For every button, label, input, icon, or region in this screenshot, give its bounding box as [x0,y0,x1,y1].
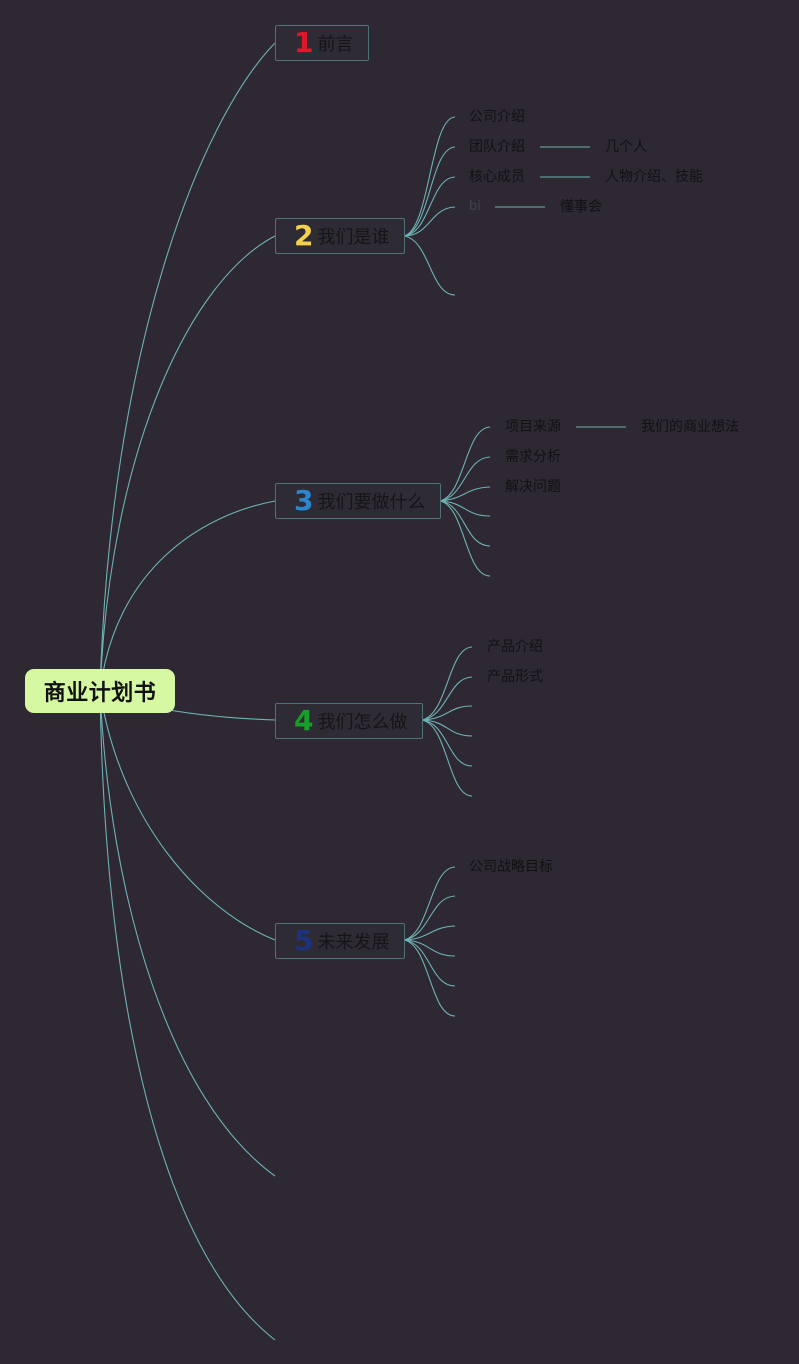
topic-who-we-are[interactable]: 2 我们是谁 [275,218,405,254]
topic-label-how-we-do: 我们怎么做 [317,712,408,733]
topic-number-2: 2 [294,219,314,252]
connector-what-6 [439,500,491,577]
connector-future-3 [403,925,456,941]
connector-root-empty-2 [99,690,276,1341]
connector-what-1 [439,426,491,502]
subtopic-strategic-goals[interactable]: 公司战略目标 [469,859,553,875]
connector-root-topic-2 [99,235,276,692]
connector-who-3 [403,176,456,237]
topic-number-5: 5 [294,924,314,957]
connector-root-topic-1 [99,42,276,692]
connector-who-1 [403,116,456,237]
subtopic-team-intro[interactable]: 团队介绍 [469,139,525,155]
topic-label-what-we-do: 我们要做什么 [317,492,426,513]
topic-label-foreword: 前言 [317,34,354,55]
connector-what-4 [439,500,491,517]
connector-future-4 [403,939,456,957]
root-topic-label: 商业计划书 [43,681,157,706]
topic-number-3: 3 [294,484,314,517]
subtopic-product-form[interactable]: 产品形式 [487,669,543,685]
connector-root-topic-5 [99,690,276,941]
topic-number-1: 1 [294,26,314,59]
connector-who-4 [403,206,456,237]
connector-how-4 [421,719,473,737]
connector-what-2 [439,456,491,502]
topic-foreword[interactable]: 1 前言 [275,25,369,61]
connector-future-6 [403,939,456,1017]
topic-label-future: 未来发展 [317,932,390,953]
topic-what-we-do[interactable]: 3 我们要做什么 [275,483,441,519]
subtopic-company-intro[interactable]: 公司介绍 [469,109,525,125]
subtopic-bi[interactable]: bi [469,199,481,214]
subtopic-core-members[interactable]: 核心成员 [469,169,525,185]
connector-how-1 [421,646,473,721]
subtopic-product-intro[interactable]: 产品介绍 [487,639,543,655]
detail-team-size[interactable]: 几个人 [605,139,647,155]
topic-future[interactable]: 5 未来发展 [275,923,405,959]
connector-who-5 [403,235,456,296]
connector-future-1 [403,866,456,941]
topic-number-4: 4 [294,704,314,737]
root-topic[interactable]: 商业计划书 [25,669,175,713]
connector-what-5 [439,500,491,547]
connector-how-5 [421,719,473,767]
connector-who-2 [403,146,456,237]
connector-how-6 [421,719,473,797]
connector-root-empty-1 [99,690,276,1177]
connector-future-2 [403,895,456,941]
topic-how-we-do[interactable]: 4 我们怎么做 [275,703,423,739]
connector-how-3 [421,705,473,721]
topic-label-who-we-are: 我们是谁 [317,227,390,248]
detail-business-idea[interactable]: 我们的商业想法 [641,419,739,435]
connector-root-topic-3 [99,500,276,692]
subtopic-project-source[interactable]: 项目来源 [505,419,561,435]
connector-what-3 [439,486,491,502]
connector-how-2 [421,676,473,721]
detail-board[interactable]: 懂事会 [560,199,602,215]
detail-member-profiles[interactable]: 人物介绍、技能 [605,169,703,185]
subtopic-solve-problems[interactable]: 解决问题 [505,479,561,495]
subtopic-needs-analysis[interactable]: 需求分析 [505,449,561,465]
connector-future-5 [403,939,456,987]
